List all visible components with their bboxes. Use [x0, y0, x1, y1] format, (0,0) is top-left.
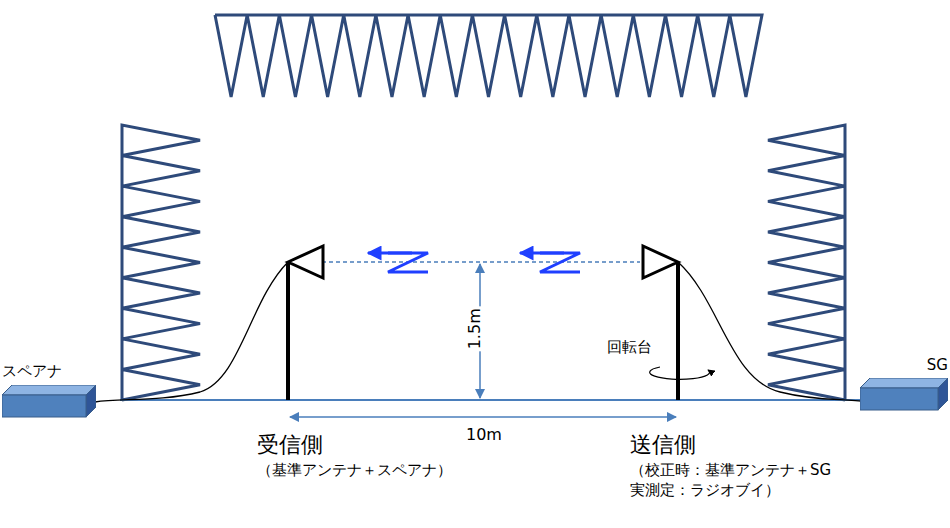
antenna — [288, 246, 323, 278]
antenna — [643, 246, 678, 278]
instrument-box: スペアナ — [2, 362, 96, 419]
absorber — [122, 125, 200, 400]
wave-symbol — [388, 253, 428, 272]
propagation-path — [322, 261, 640, 263]
instrument-name: SG — [860, 356, 948, 374]
wave-arrow — [368, 252, 412, 255]
instrument-name: スペアナ — [2, 362, 96, 381]
cable — [95, 262, 288, 402]
dimension-label: 10m — [464, 424, 504, 446]
part-label: 回転台 — [607, 337, 652, 357]
dimension-line — [290, 416, 676, 418]
absorber — [122, 15, 845, 400]
dimension-label: 1.5m — [464, 306, 486, 351]
side-title: 送信側 — [630, 430, 696, 460]
instrument-box-shape — [2, 385, 96, 419]
side-note: （校正時：基準アンテナ＋SG 実測定：ラジオブイ） — [630, 460, 850, 501]
wave-symbol — [540, 253, 580, 272]
floor-line — [120, 399, 862, 401]
absorber — [768, 125, 845, 400]
antenna-mast — [286, 262, 290, 400]
absorber — [215, 15, 762, 97]
wave-arrow — [520, 252, 564, 255]
side-note: （基準アンテナ＋スペアナ） — [257, 460, 452, 480]
turntable-symbol — [650, 367, 710, 379]
side-title: 受信側 — [257, 430, 323, 460]
cable — [678, 262, 866, 402]
instrument-box: SG — [860, 356, 948, 412]
instrument-box-shape — [860, 378, 948, 412]
